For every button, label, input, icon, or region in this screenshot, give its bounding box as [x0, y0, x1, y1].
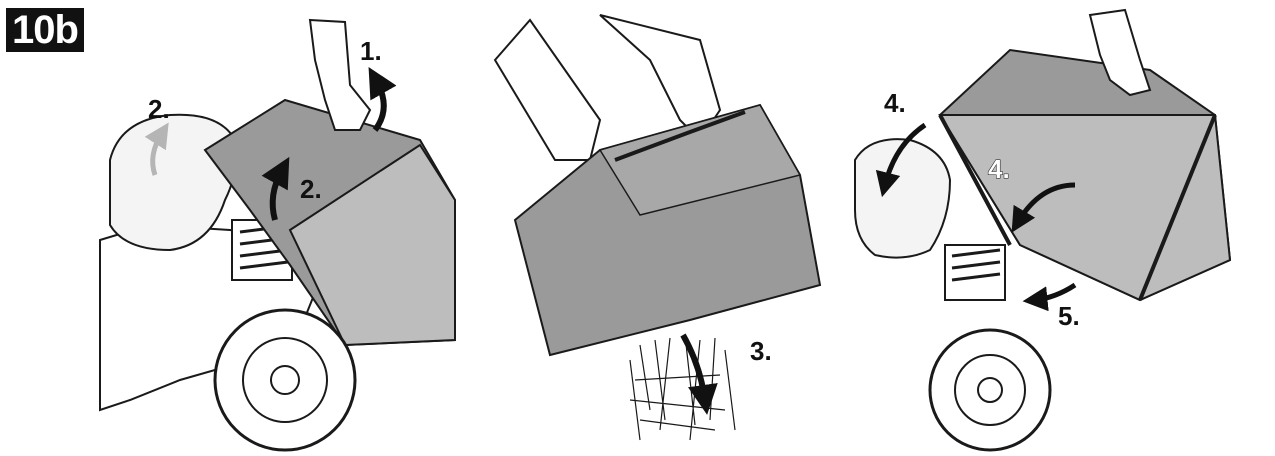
- grass-clippings-icon: [630, 335, 735, 440]
- panel-remove-collector: 1. 2. 2.: [100, 20, 455, 450]
- step-label-5: 5.: [1058, 301, 1080, 331]
- step-label-2: 2.: [148, 94, 170, 124]
- step-label-1: 1.: [360, 36, 382, 66]
- dump-arrow-3: [683, 335, 705, 400]
- panel-empty-collector: 3.: [495, 15, 820, 440]
- push-arrow-5: [1035, 285, 1075, 300]
- step-label-4: 4.: [884, 88, 906, 118]
- seat-icon-3: [855, 139, 950, 257]
- arm-left: [495, 20, 600, 160]
- step-label-2b: 2.: [300, 174, 322, 204]
- wheel-icon-3: [930, 330, 1050, 450]
- vent-block-icon-3: [945, 245, 1005, 300]
- lift-arrow-1: [375, 80, 384, 130]
- step-label-3: 3.: [750, 336, 772, 366]
- step-label-4b: 4.: [988, 154, 1010, 184]
- panel-reinstall-collector: 4. 4. 5.: [855, 10, 1230, 450]
- wheel-icon: [215, 310, 355, 450]
